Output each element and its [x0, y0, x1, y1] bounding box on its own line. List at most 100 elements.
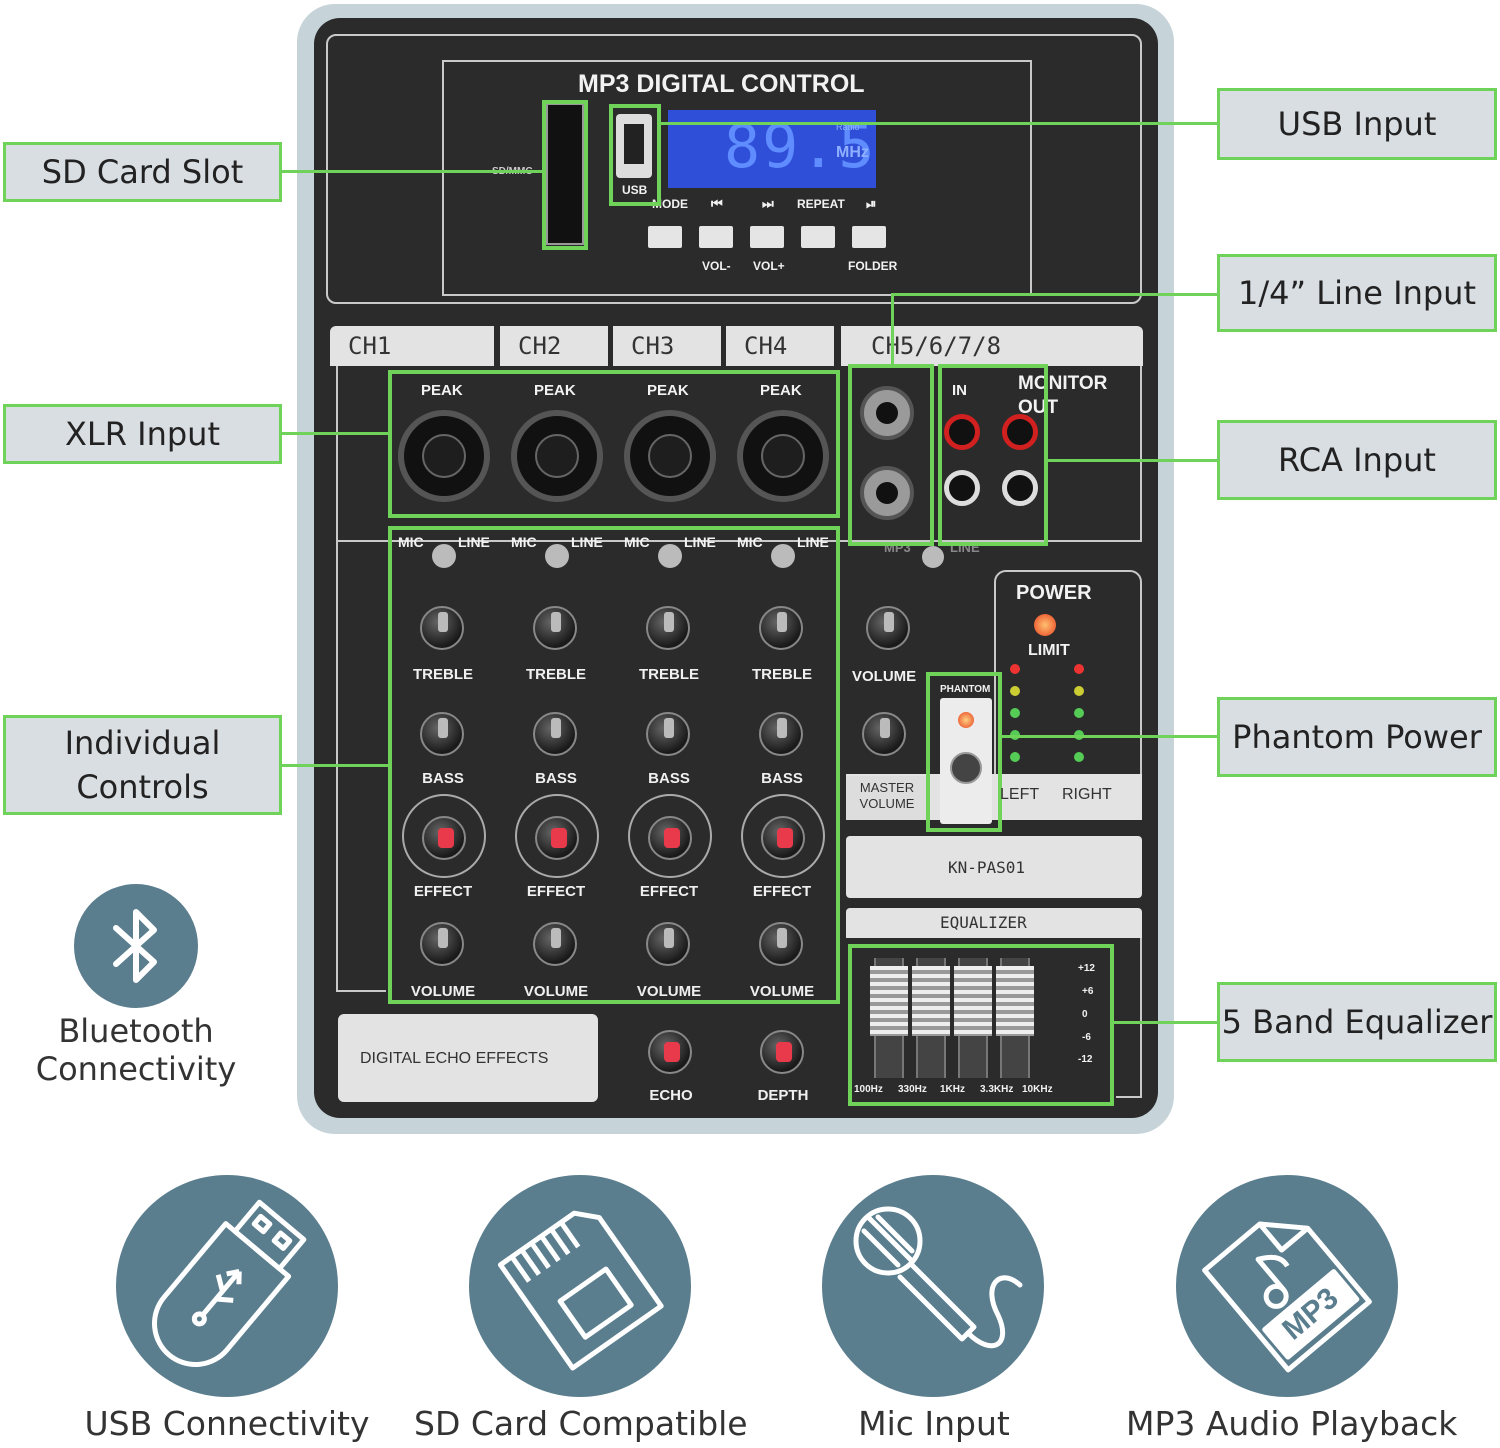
line-jack-2[interactable]	[860, 466, 914, 520]
bass-knob-ch3[interactable]	[646, 712, 690, 756]
rca-in-white[interactable]	[944, 470, 980, 506]
phantom-led	[958, 712, 974, 728]
eq-scale-minus6: -6	[1082, 1032, 1091, 1043]
eq-band-100hz: 100Hz	[854, 1084, 883, 1095]
effect-knob-ch3[interactable]	[648, 816, 692, 860]
treble-knob-ch1[interactable]	[420, 606, 464, 650]
peak-label-ch4: PEAK	[760, 382, 802, 399]
treble-knob-ch3[interactable]	[646, 606, 690, 650]
effect-knob-ch2[interactable]	[535, 816, 579, 860]
callout-rca-input: RCA Input	[1217, 420, 1497, 500]
eq-scale-plus6: +6	[1082, 986, 1094, 997]
bass-knob-ch1[interactable]	[420, 712, 464, 756]
mp3-btn-label-mode: MODE	[652, 197, 688, 211]
treble-label-ch2: TREBLE	[526, 666, 586, 683]
digital-echo-label: DIGITAL ECHO EFFECTS	[360, 1050, 549, 1067]
effect-label-ch3: EFFECT	[639, 883, 699, 900]
line-jack-1[interactable]	[860, 386, 914, 440]
tab-ch5678: CH5/6/7/8	[841, 326, 1143, 366]
bass-knob-ch4[interactable]	[759, 712, 803, 756]
mic-line-switch-ch4[interactable]	[771, 544, 795, 568]
eq-fader-100hz[interactable]	[870, 958, 908, 1078]
lcd-unit: MHz	[836, 144, 869, 161]
volume-knob-ch3[interactable]	[646, 922, 690, 966]
mode-button[interactable]	[648, 226, 682, 248]
volume-knob-ch2[interactable]	[533, 922, 577, 966]
ch5-volume-label: VOLUME	[852, 668, 917, 685]
callout-individual-controls: Individual Controls	[3, 715, 282, 815]
play-pause-button[interactable]	[852, 226, 886, 248]
rca-out-red[interactable]	[1002, 414, 1038, 450]
tab-ch2: CH2	[500, 326, 608, 366]
rca-out-white[interactable]	[1002, 470, 1038, 506]
bass-label-ch2: BASS	[535, 770, 577, 787]
eq-scale-minus12: -12	[1078, 1054, 1093, 1065]
power-label: POWER	[1016, 582, 1092, 604]
limit-label: LIMIT	[1028, 642, 1070, 659]
equalizer-label: EQUALIZER	[940, 913, 1027, 932]
treble-knob-ch2[interactable]	[533, 606, 577, 650]
vu-right-led-3	[1074, 708, 1084, 718]
rca-in-red[interactable]	[944, 414, 980, 450]
echo-knob[interactable]	[648, 1030, 692, 1074]
next-button[interactable]	[750, 226, 784, 248]
leader-line-v	[891, 293, 894, 365]
digital-echo-plate	[338, 1014, 598, 1102]
leader-eq	[1114, 1021, 1219, 1024]
feature-label-mic: Mic Input	[858, 1404, 1010, 1443]
xlr-jack-ch4[interactable]	[737, 410, 829, 502]
xlr-jack-ch3[interactable]	[624, 410, 716, 502]
peak-label-ch1: PEAK	[421, 382, 463, 399]
eq-fader-330hz[interactable]	[912, 958, 950, 1078]
vu-left-led-5	[1010, 752, 1020, 762]
vu-right-led-2	[1074, 686, 1084, 696]
mic-line-switch-ch2[interactable]	[545, 544, 569, 568]
callout-line-input: 1/4” Line Input	[1217, 254, 1497, 332]
treble-knob-ch4[interactable]	[759, 606, 803, 650]
folder-label: FOLDER	[848, 259, 898, 273]
ch5-volume-knob[interactable]	[866, 606, 910, 650]
vu-left-led-3	[1010, 708, 1020, 718]
phantom-button[interactable]	[950, 752, 982, 784]
treble-label-ch1: TREBLE	[413, 666, 473, 683]
mic-label-ch3: MIC	[624, 534, 650, 550]
vu-left-led-1	[1010, 664, 1020, 674]
repeat-button[interactable]	[801, 226, 835, 248]
sd-card-icon	[469, 1175, 691, 1397]
depth-knob[interactable]	[760, 1030, 804, 1074]
highlight-phantom	[926, 672, 1002, 832]
mic-line-switch-ch3[interactable]	[658, 544, 682, 568]
highlight-rca	[938, 364, 1048, 546]
effect-knob-ch1[interactable]	[422, 816, 466, 860]
callout-phantom-power: Phantom Power	[1217, 697, 1497, 777]
volume-knob-ch4[interactable]	[759, 922, 803, 966]
mic-label-ch2: MIC	[511, 534, 537, 550]
eq-band-1khz: 1KHz	[940, 1084, 966, 1095]
peak-label-ch3: PEAK	[647, 382, 689, 399]
feature-label-sd: SD Card Compatible	[414, 1404, 748, 1443]
leader-phantom	[1002, 735, 1219, 738]
sd-card-slot[interactable]	[546, 103, 584, 245]
monitor-out-label: MONITOR OUT	[1018, 373, 1108, 418]
leader-usb	[661, 122, 1219, 125]
mic-label-ch1: MIC	[398, 534, 424, 550]
effect-dial-ring-ch2	[515, 794, 599, 878]
eq-fader-1khz[interactable]	[954, 958, 992, 1078]
effect-knob-ch4[interactable]	[761, 816, 805, 860]
leader-sd	[280, 170, 542, 173]
effect-dial-ring-ch4	[741, 794, 825, 878]
treble-label-ch4: TREBLE	[752, 666, 812, 683]
volume-knob-ch1[interactable]	[420, 922, 464, 966]
master-volume-knob[interactable]	[862, 712, 906, 756]
callout-xlr-input: XLR Input	[3, 404, 282, 464]
xlr-jack-ch2[interactable]	[511, 410, 603, 502]
usb-port[interactable]	[616, 114, 652, 178]
mp3-line-switch[interactable]	[922, 546, 944, 568]
mic-line-switch-ch1[interactable]	[432, 544, 456, 568]
eq-band-10khz: 10KHz	[1022, 1084, 1053, 1095]
xlr-jack-ch1[interactable]	[398, 410, 490, 502]
prev-button[interactable]	[699, 226, 733, 248]
bass-knob-ch2[interactable]	[533, 712, 577, 756]
vol-minus-label: VOL-	[702, 259, 731, 273]
eq-fader-3-3khz[interactable]	[996, 958, 1034, 1078]
